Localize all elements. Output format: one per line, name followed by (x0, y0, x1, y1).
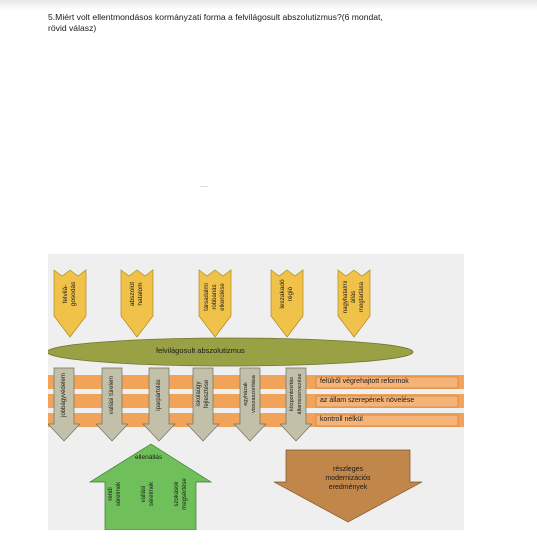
ellipse-label: felvilágosult abszolutizmus (156, 346, 245, 355)
down-arrow-label-3: iparpártolás (156, 379, 162, 411)
diagram-shapes (48, 269, 464, 530)
stripe-label-3: kontroll nélkül (320, 416, 363, 423)
stripe-box-2 (315, 395, 459, 408)
stripe-box-1 (315, 376, 459, 389)
stripe-label-1: felülről végrehajtott reformok (320, 378, 409, 385)
down-arrow-label-1: jobbágyvédelem (61, 373, 67, 417)
top-arrow-3 (198, 269, 232, 338)
down-arrow-4 (186, 367, 220, 442)
top-arrow-1 (53, 269, 87, 338)
result-text: részleges modernizációs eredmények (325, 466, 371, 491)
top-arrow-label-1: felvilá-gosodás (62, 281, 77, 307)
resistance-title: ellenállás (135, 454, 163, 461)
down-arrow-3 (142, 367, 176, 442)
question-line-1: 5.Miért volt ellentmondásos kormányzati … (48, 12, 383, 22)
top-arrow-5 (337, 269, 371, 338)
down-arrow-label-2: vallási türelem (109, 375, 115, 415)
stripe-label-2: az állam szerepének növelése (320, 397, 415, 404)
resistance-arrow (88, 443, 213, 530)
stripe-box-3 (315, 414, 459, 427)
down-arrow-1 (48, 367, 81, 442)
window-top-bar (0, 0, 537, 10)
top-arrow-2 (120, 269, 154, 338)
top-arrow-4 (270, 269, 304, 338)
absolutism-ellipse (48, 337, 414, 367)
result-arrow (273, 449, 423, 523)
question-text: 5.Miért volt ellentmondásos kormányzati … (48, 12, 518, 34)
faint-mark (200, 186, 208, 187)
question-line-2: rövid válasz) (48, 23, 97, 33)
down-arrow-2 (95, 367, 129, 442)
down-arrow-5 (233, 367, 267, 442)
down-arrow-6 (279, 367, 313, 442)
